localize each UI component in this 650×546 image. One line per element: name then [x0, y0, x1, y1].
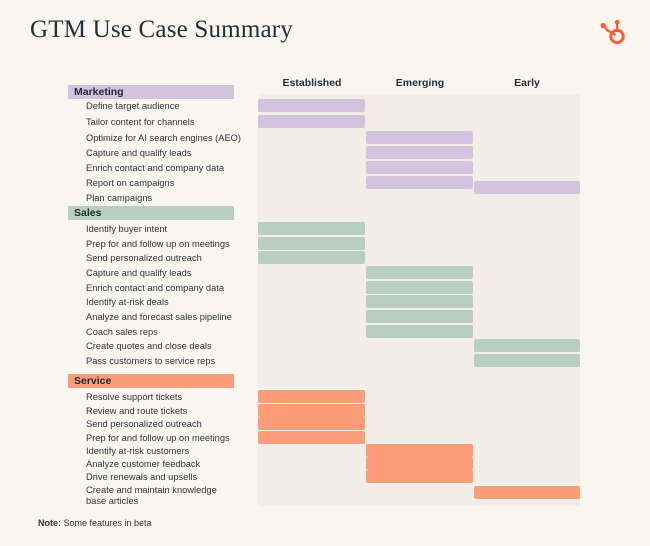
bar-cell	[258, 417, 365, 430]
row-label: Analyze and forecast sales pipeline	[86, 312, 232, 322]
bar-cell	[258, 404, 365, 417]
bar-cell	[366, 310, 473, 323]
bar-cell	[258, 115, 365, 128]
footnote-label: Note:	[38, 518, 61, 528]
column-header-emerging: Emerging	[395, 77, 445, 89]
bar-cell	[258, 431, 365, 444]
row-label: Enrich contact and company data	[86, 163, 224, 173]
row-label: Pass customers to service reps	[86, 356, 216, 366]
row-label: Resolve support tickets	[86, 392, 183, 402]
section-header-service: Service	[68, 374, 234, 388]
bar-cell	[474, 354, 580, 367]
row-label: Create quotes and close deals	[86, 341, 212, 351]
row-label: Send personalized outreach	[86, 253, 202, 263]
bar-cell	[366, 176, 473, 189]
section-header-marketing: Marketing	[68, 85, 234, 99]
column-header-established: Established	[282, 77, 342, 89]
row-label: Optimize for AI search engines (AEO)	[86, 133, 242, 143]
bar-cell	[366, 325, 473, 338]
page-title: GTM Use Case Summary	[30, 16, 293, 43]
section-header-sales: Sales	[68, 206, 234, 220]
bar-cell	[258, 99, 365, 112]
bar-cell	[366, 444, 473, 457]
bar-cell	[474, 181, 580, 194]
bar-cell	[366, 266, 473, 279]
bar-cell	[258, 251, 365, 264]
bar-cell	[366, 131, 473, 144]
bar-cell	[366, 295, 473, 308]
bar-cell	[366, 161, 473, 174]
row-label: Enrich contact and company data	[86, 283, 224, 293]
bar-cell	[366, 457, 473, 470]
row-label: Prep for and follow up on meetings	[86, 239, 230, 249]
footnote: Note: Some features in beta	[38, 518, 152, 528]
row-label: Capture and qualify leads	[86, 148, 192, 158]
row-label: Create and maintain knowledge base artic…	[86, 485, 217, 506]
row-label: Define target audience	[86, 101, 180, 111]
bar-cell	[258, 390, 365, 403]
row-label: Identify buyer intent	[86, 224, 168, 234]
row-label: Review and route tickets	[86, 406, 188, 416]
bar-cell	[474, 486, 580, 499]
row-label: Identify at-risk deals	[86, 297, 169, 307]
row-label: Report on campaigns	[86, 178, 175, 188]
row-label: Tailor content for channels	[86, 117, 195, 127]
bar-cell	[258, 237, 365, 250]
row-label: Identify at-risk customers	[86, 446, 190, 456]
row-label: Prep for and follow up on meetings	[86, 433, 230, 443]
row-label: Coach sales reps	[86, 327, 158, 337]
bar-cell	[366, 146, 473, 159]
row-label: Send personalized outreach	[86, 419, 202, 429]
column-header-early: Early	[514, 77, 540, 89]
bar-cell	[366, 281, 473, 294]
row-label: Plan campaigns	[86, 193, 153, 203]
row-label: Analyze customer feedback	[86, 459, 201, 469]
hubspot-sprocket-icon	[600, 19, 625, 45]
row-label: Drive renewals and upsells	[86, 472, 198, 482]
bar-cell	[474, 339, 580, 352]
bar-cell	[258, 222, 365, 235]
footnote-text: Some features in beta	[61, 518, 152, 528]
row-label: Capture and qualify leads	[86, 268, 192, 278]
bar-cell	[366, 470, 473, 483]
